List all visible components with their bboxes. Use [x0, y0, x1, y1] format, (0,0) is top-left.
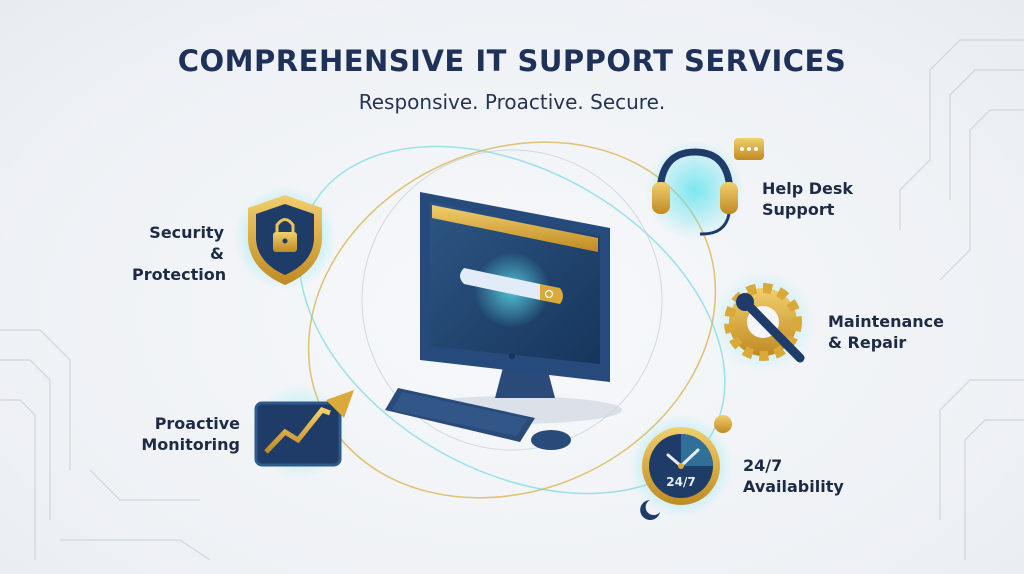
- label-availability: 24/7 Availability: [743, 455, 844, 497]
- label-monitoring: Proactive Monitoring: [140, 413, 240, 455]
- label-line: Security &: [149, 223, 224, 263]
- clock-icon: [629, 414, 733, 520]
- label-line: Maintenance: [828, 312, 945, 331]
- keyboard: [385, 388, 535, 442]
- label-line: Proactive: [154, 414, 240, 433]
- label-line: Protection: [132, 265, 227, 284]
- label-line: Monitoring: [141, 435, 240, 454]
- computer-monitor: [402, 192, 622, 424]
- label-line: Support: [762, 200, 835, 219]
- page-title: COMPREHENSIVE IT SUPPORT SERVICES: [177, 44, 847, 78]
- label-maintenance: Maintenance & Repair: [828, 311, 944, 353]
- label-line: 24/7: [743, 456, 783, 475]
- label-line: Help Desk: [762, 179, 854, 198]
- label-security: Security & Protection: [132, 222, 227, 285]
- page-subtitle: Responsive. Proactive. Secure.: [358, 90, 666, 114]
- mouse: [531, 430, 571, 450]
- label-line: Availability: [743, 477, 844, 496]
- clock-text: 24/7: [666, 475, 695, 489]
- shield-lock-icon: [233, 186, 337, 290]
- label-help-desk: Help Desk Support: [762, 178, 853, 220]
- chart-tablet-icon: [252, 384, 354, 480]
- headset-icon: [645, 138, 764, 240]
- gear-wrench-icon: [711, 270, 815, 374]
- circuit-lines: [0, 39, 1024, 561]
- label-line: & Repair: [828, 333, 907, 352]
